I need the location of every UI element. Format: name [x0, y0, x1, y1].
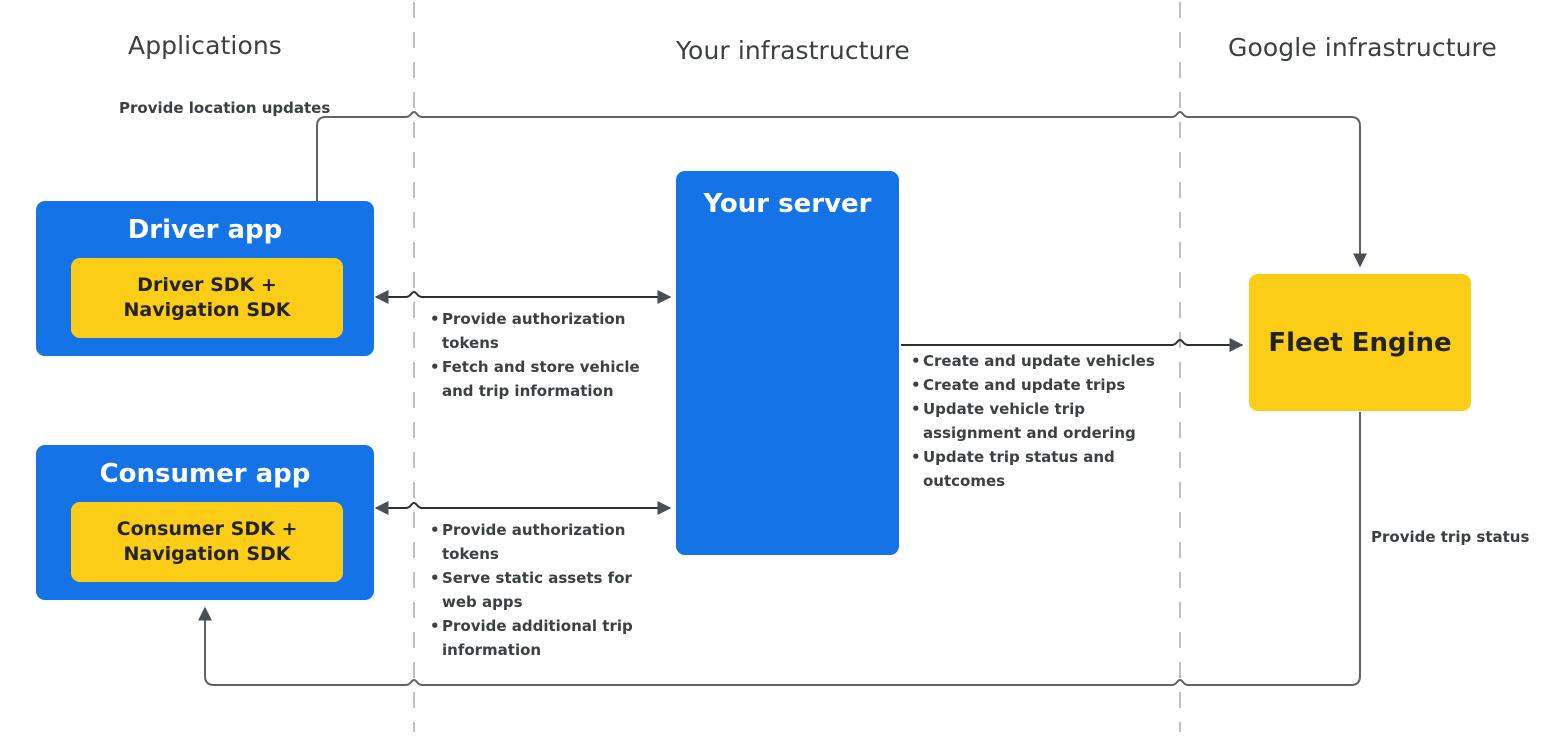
- node-your-server[interactable]: Your server: [676, 171, 899, 555]
- bullet-item: Create and update vehicles: [911, 349, 1169, 373]
- zone-heading-applications: Applications: [128, 31, 282, 60]
- node-driver-app-title: Driver app: [127, 215, 283, 245]
- edge-consumer-app-to-your-server: [374, 501, 672, 515]
- bullet-item: Update trip status and outcomes: [911, 445, 1169, 493]
- chip-consumer-sdk[interactable]: Consumer SDK + Navigation SDK: [71, 502, 343, 582]
- node-driver-app[interactable]: Driver app Driver SDK + Navigation SDK: [36, 201, 374, 356]
- zone-heading-google-infrastructure: Google infrastructure: [1228, 33, 1497, 62]
- node-consumer-app-title: Consumer app: [99, 459, 311, 489]
- bullet-item: Fetch and store vehicle and trip informa…: [430, 355, 652, 403]
- zone-heading-your-infrastructure: Your infrastructure: [676, 36, 910, 65]
- bullet-item: Provide additional trip information: [430, 614, 652, 662]
- bullet-item: Provide authorization tokens: [430, 518, 652, 566]
- edge-your-server-to-fleet-engine: [901, 338, 1244, 352]
- chip-driver-sdk[interactable]: Driver SDK + Navigation SDK: [71, 258, 343, 338]
- node-consumer-app[interactable]: Consumer app Consumer SDK + Navigation S…: [36, 445, 374, 600]
- node-fleet-engine[interactable]: Fleet Engine: [1249, 274, 1471, 411]
- chip-driver-sdk-label: Driver SDK + Navigation SDK: [123, 274, 291, 321]
- edge-bullets-server-fleet-engine: Create and update vehiclesCreate and upd…: [911, 349, 1169, 493]
- chip-consumer-sdk-label: Consumer SDK + Navigation SDK: [116, 518, 298, 565]
- node-your-server-title: Your server: [703, 189, 872, 219]
- node-fleet-engine-title: Fleet Engine: [1268, 327, 1452, 358]
- edge-driver-app-to-your-server: [374, 290, 672, 304]
- bullet-item: Serve static assets for web apps: [430, 566, 652, 614]
- edge-bullets-driver-server: Provide authorization tokensFetch and st…: [430, 307, 652, 403]
- bullet-item: Provide authorization tokens: [430, 307, 652, 355]
- edge-label-provide-trip-status: Provide trip status: [1371, 528, 1530, 546]
- edge-bullets-consumer-server: Provide authorization tokensServe static…: [430, 518, 652, 662]
- bullet-item: Update vehicle trip assignment and order…: [911, 397, 1169, 445]
- bullet-item: Create and update trips: [911, 373, 1169, 397]
- edge-label-provide-location-updates: Provide location updates: [119, 99, 331, 117]
